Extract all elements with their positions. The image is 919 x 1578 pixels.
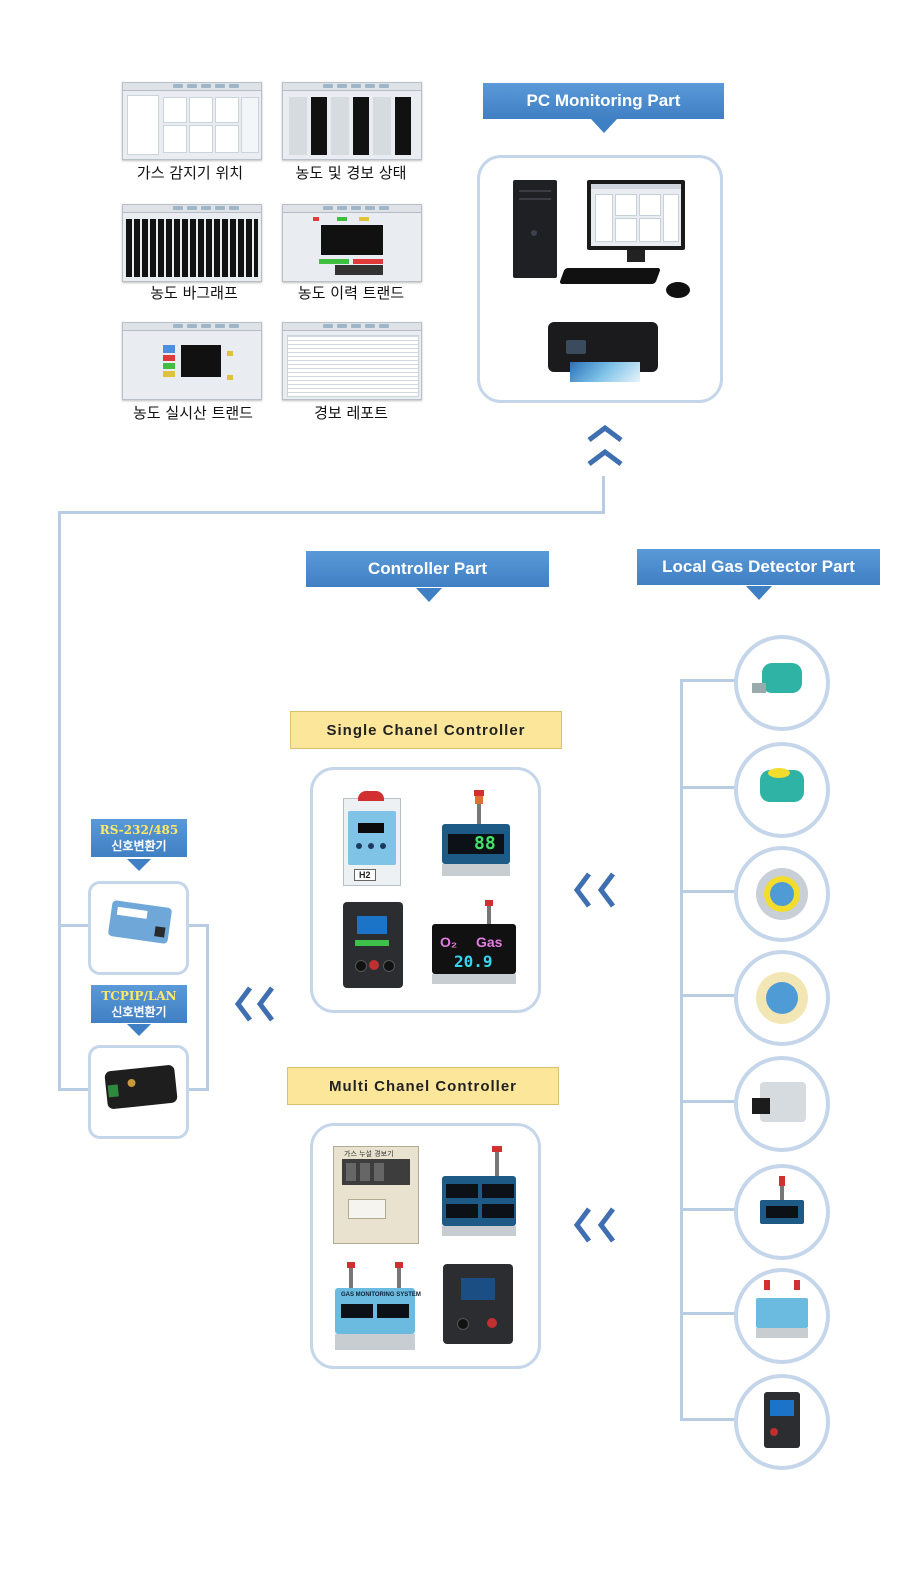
double-up-chevron [585,420,625,472]
tcp-down-arrow [127,1024,151,1036]
mouse [666,282,690,298]
screenshot-concentration-history-trend [282,204,422,282]
line-det-6 [680,1208,736,1211]
caption-concentration-bargraph: 농도 바그래프 [150,284,238,302]
pc-tower [513,180,557,278]
line-right-conv-vert [206,924,209,1091]
chevron-detectors-to-single [571,870,623,910]
controller-explosion-proof [343,902,403,988]
screenshot-concentration-realtime-trend [122,322,262,400]
caption-concentration-alarm-status: 농도 및 경보 상태 [295,164,407,182]
label-multi-chanel: Multi Chanel Controller [287,1067,559,1105]
detector-2 [734,742,830,838]
controller-single-digital: 88 [438,790,518,880]
header-local-gas-detector: Local Gas Detector Part [637,549,880,585]
line-right-conv-top [186,924,208,927]
pc-monitor [587,180,685,250]
line-to-rs [58,924,90,927]
label-tcpip-lan: TCPIP/LAN 신호변환기 [91,985,187,1023]
controller-multi-digital [440,1146,520,1238]
header-local-arrow [746,586,772,600]
o2-text: O₂ [440,934,458,950]
controller-h2-panel: H2 [343,791,401,886]
label-single-chanel: Single Chanel Controller [290,711,562,749]
detector-3 [734,846,830,942]
line-det-7 [680,1312,736,1315]
controller-dual-beacon: GAS MONITORING SYSTEM [333,1262,421,1354]
controller-o2-display: O₂ Gas 20.9 [432,900,518,990]
screenshot-concentration-bargraph [122,204,262,282]
screenshot-alarm-report [282,322,422,400]
line-left-vertical [58,511,61,1091]
h2-label: H2 [354,869,376,881]
gas-text: Gas [476,934,503,950]
line-pc-down [602,476,605,514]
caption-concentration-history-trend: 농도 이력 트랜드 [297,284,405,302]
detector-8 [734,1374,830,1470]
caption-gas-detector-location: 가스 감지기 위치 [136,164,244,182]
rs-down-arrow [127,859,151,871]
caption-concentration-realtime-trend: 농도 실시산 트랜드 [133,404,253,422]
controller-explosion-proof-multi [443,1264,513,1344]
multi-title: GAS MONITORING SYSTEM [341,1292,421,1298]
controller-cabinet: 가스 누설 경보기 [333,1146,419,1244]
header-controller-arrow [416,588,442,602]
line-right-conv-bottom [186,1088,208,1091]
line-det-5 [680,1100,736,1103]
label-rs232-485: RS-232/485 신호변환기 [91,819,187,857]
header-controller: Controller Part [306,551,549,587]
chevron-detectors-to-multi [571,1205,623,1245]
keyboard [559,268,661,284]
line-detectors-vertical [680,679,683,1420]
line-det-8 [680,1418,736,1421]
line-det-2 [680,786,736,789]
detector-6 [734,1164,830,1260]
cabinet-title: 가스 누설 경보기 [344,1150,394,1158]
printer [548,322,658,382]
monitor-stand [627,250,645,262]
o2-value: 20.9 [454,952,493,971]
screenshot-gas-detector-location [122,82,262,160]
digits-88: 88 [474,833,496,854]
detector-4 [734,950,830,1046]
line-det-3 [680,890,736,893]
screenshot-concentration-alarm-status [282,82,422,160]
tcp-converter-device [104,1064,178,1110]
line-to-tcp [58,1088,90,1091]
header-pc-monitoring: PC Monitoring Part [483,83,724,119]
line-top-horizontal [58,511,605,514]
chevron-single-to-converter [232,984,280,1024]
detector-1 [734,635,830,731]
detector-5 [734,1056,830,1152]
header-pc-arrow [591,119,617,133]
line-det-1 [680,679,736,682]
caption-alarm-report: 경보 레포트 [314,404,388,422]
detector-7 [734,1268,830,1364]
line-det-4 [680,994,736,997]
